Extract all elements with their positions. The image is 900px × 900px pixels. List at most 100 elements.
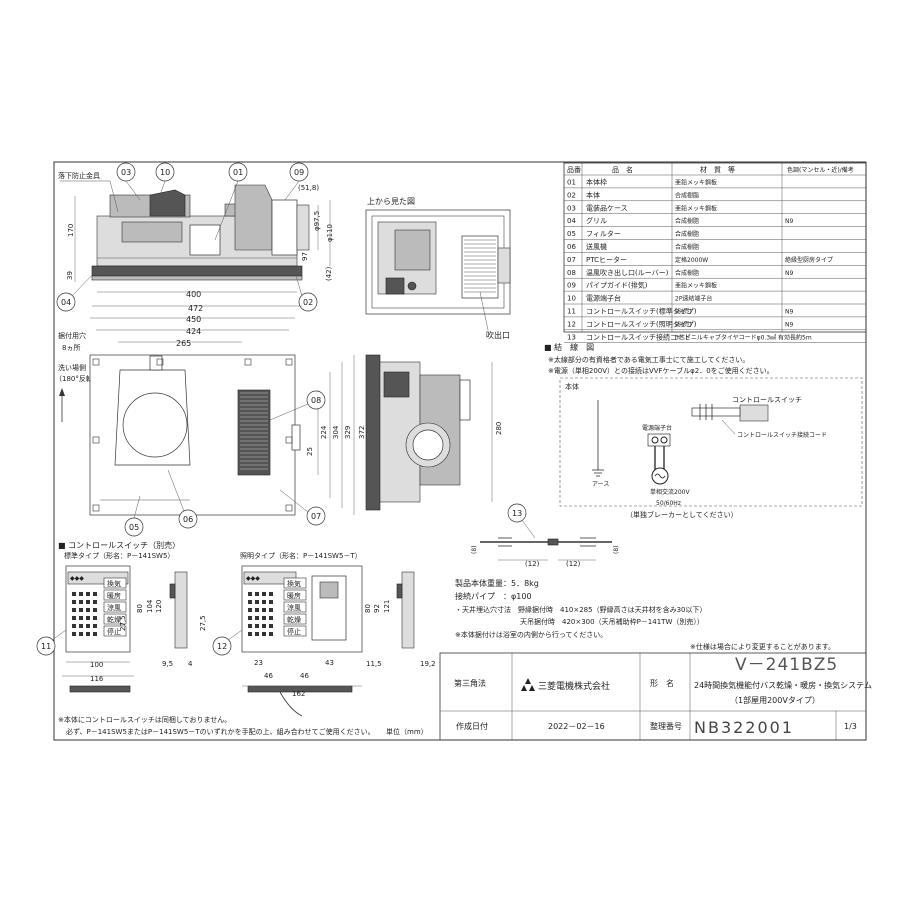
switch-button [283,601,307,613]
table-cell: 09 [567,282,576,290]
switch-indicator [255,608,259,612]
switch-indicator [269,600,273,604]
cord-dim-4: (8) [613,546,620,555]
switch-indicator [79,600,83,604]
table-cell: 合成樹脂 [675,217,699,225]
spec-ceiling-note: ※本体据付けは浴室の内側から行ってください。 [455,630,607,639]
switch-indicator [248,592,252,596]
bottom-view: 据付用穴 8ヵ所 洗い場側 （180°反転可） 450 424 265 372 … [55,315,366,537]
switch-indicator [262,632,266,636]
wiring-title: ■ 結 線 図 [544,342,594,352]
dim-329: 329 [344,426,352,439]
switch-indicator [79,608,83,612]
table-cell: 02 [567,191,576,199]
table-cell: N9 [785,270,793,277]
std-type-label: 標準タイプ（形名：P－141SW5） [64,551,174,560]
table-cell: グリル [586,216,607,225]
callout-05: 05 [129,523,139,532]
std-dim-100: 100 [90,661,103,669]
switch-button [103,589,127,601]
std-dim-80: 80 [136,604,144,613]
date-label: 作成日付 [456,721,488,731]
switch-button-label: 涼風 [107,603,121,612]
switch-button [283,613,307,625]
th-name: 品 名 [612,165,633,174]
switch-indicator [269,632,273,636]
table-cell: 05 [567,230,576,238]
specs: 製品本体重量：5．8kg 接続パイプ ：φ100 ・天井埋込穴寸法 野縁据付時 … [455,578,835,651]
switch-indicator [86,632,90,636]
table-cell: 合成樹脂 [675,191,699,199]
table-cell: パイプガイド(排気) [586,281,648,290]
spec-pipe: 接続パイプ ：φ100 [455,591,532,601]
power-label-2: 50/60Hz [656,500,681,507]
switch-button [103,601,127,613]
top-view-title: 上から見た図 [367,197,415,206]
light-dim-19-2: 19,2 [420,660,436,668]
switch-indicator [269,608,273,612]
table-cell: N9 [785,218,793,225]
table-cell: (別売) [675,320,692,328]
table-cell: フィルター [586,229,621,238]
callout-06: 06 [183,515,193,524]
dim-372: 372 [358,426,366,439]
switch-label: コントロールスイッチ [732,396,802,404]
dim-472: 472 [188,304,203,313]
breaker-label: （単独ブレーカーとしてください） [626,510,738,519]
callout-02: 02 [303,298,313,307]
switch-button-label: 乾燥 [287,615,301,624]
callout-13: 13 [512,509,522,518]
hole-label-1: 据付用穴 [58,331,86,340]
switch-indicator [79,616,83,620]
light-dim-46b: 46 [300,672,309,680]
std-dim-120: 120 [155,600,163,613]
table-cell: 合成樹脂 [675,269,699,277]
dim-25: 25 [306,447,314,456]
dim-304: 304 [332,425,340,439]
outlet-label: 吹出口 [486,330,510,340]
cord-dim-2: (12) [525,560,540,568]
callout-11: 11 [41,642,51,651]
switch-indicator [269,624,273,628]
callout-09: 09 [294,168,304,177]
switch-note-2: 必ず、P－141SW5またはP－141SW5－Tのいずれかを手配の上、組み合わせ… [66,727,375,736]
top-view: 上から見た図 吹出口 [365,197,511,340]
th-color: 色調(マンセル・近)/備考 [787,166,854,174]
earth-label: アース [592,481,609,488]
wiring-note-1: ※太線部分の有資格者である電気工事士にて施工してください。 [548,355,749,364]
dim-97-5: φ97,5 [313,211,321,231]
switch-indicator [79,592,83,596]
table-cell: 13 [567,333,576,341]
product-name-1: 24時間換気機能付バス乾燥・暖房・換気システム [694,680,872,690]
switch-indicator [248,624,252,628]
switch-indicator [248,608,252,612]
dim-170: 170 [67,224,75,237]
switch-indicator [93,592,97,596]
mount-hole [244,358,252,366]
dim-224: 224 [320,425,328,439]
model-number: V－241BZ5 [735,655,838,675]
body-label: 本体 [565,382,579,391]
switch-indicator [86,616,90,620]
product-name-2: （1部屋用200Vタイプ） [730,695,820,705]
switch-indicator [72,632,76,636]
std-dim-9-5: 9,5 [162,660,173,668]
table-cell: 合成樹脂 [675,243,699,251]
mount-hole [92,358,100,366]
table-cell: コントロールスイッチ接続コード [586,332,691,341]
switch-indicator [255,632,259,636]
std-brand: ◆◆◆ [70,575,84,582]
table-cell: 温風吹き出し口(ルーバー) [586,268,669,277]
mount-hole [285,504,293,512]
switch-indicator [255,600,259,604]
switch-button [283,625,307,637]
switch-indicator [262,624,266,628]
mount-hole [92,504,100,512]
dim-424: 424 [186,327,201,336]
light-dim-121: 121 [383,600,391,613]
callout-03: 03 [121,168,131,177]
switch-indicator [255,592,259,596]
switch-indicator [93,632,97,636]
wiring-note-2: ※電源（単相200V）との接続はVVFケーブルφ2．0をご使用ください。 [548,366,774,375]
terminal-label: 電源端子台 [642,424,672,432]
